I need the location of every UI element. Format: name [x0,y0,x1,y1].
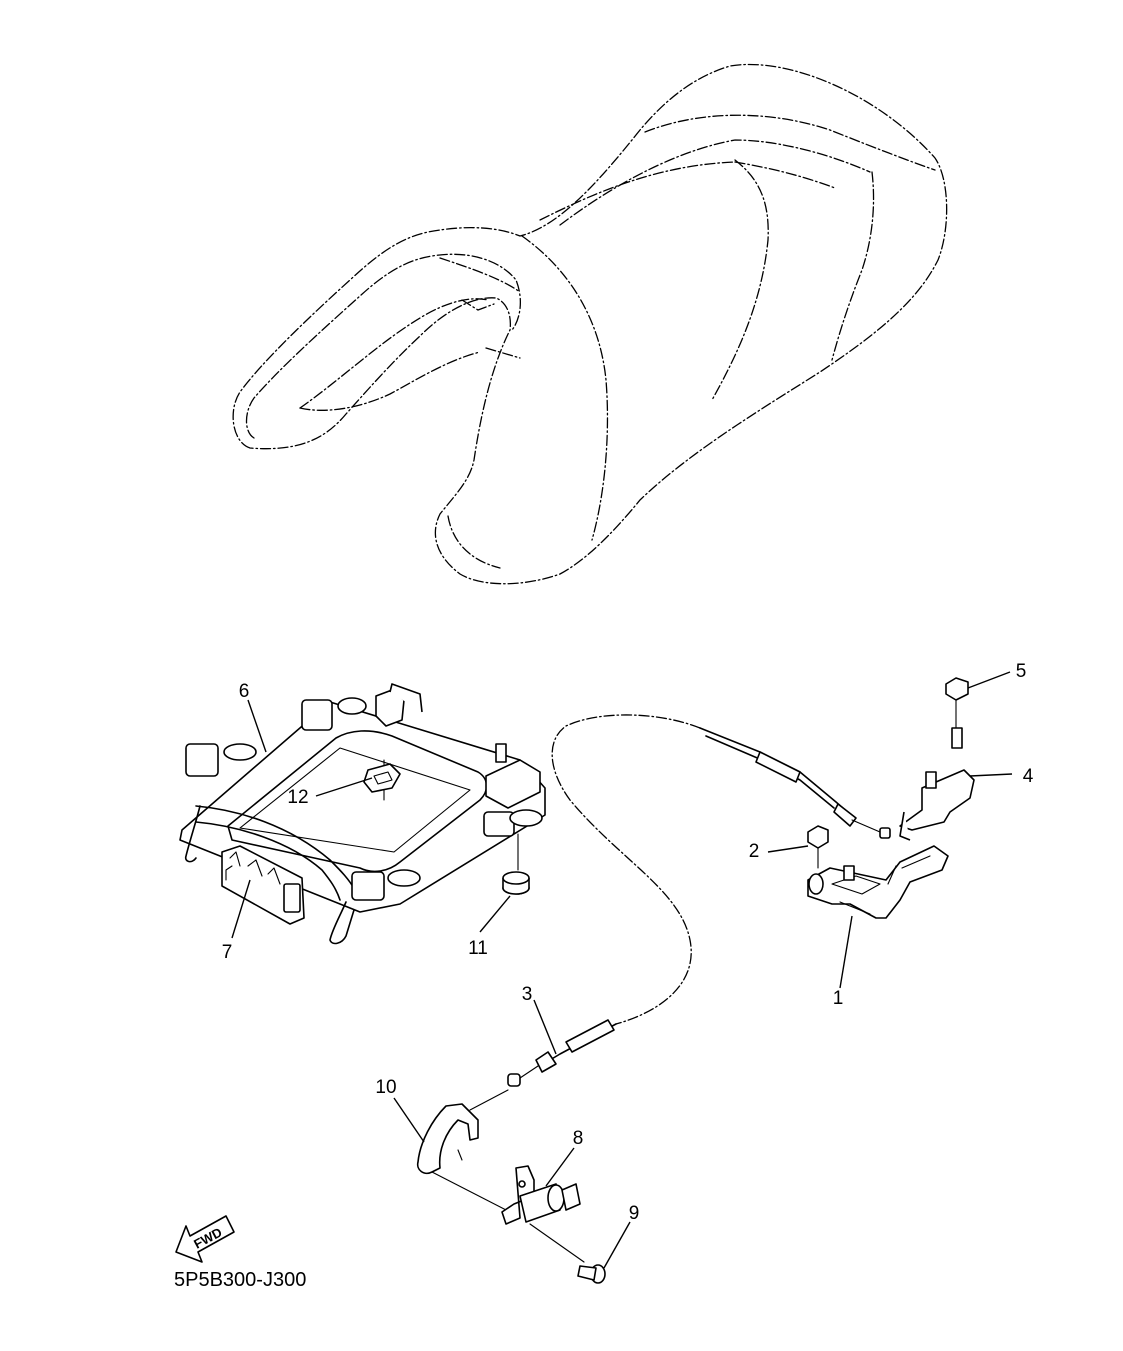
flange-bolt-top [945,677,969,749]
callout-12: 12 [287,787,308,808]
seat-lock-latch [807,845,949,919]
drawing-code: 5P5B300-J300 [174,1269,306,1291]
seat-outline [232,63,948,585]
callout-2: 2 [749,841,760,862]
seat-lock-bracket [899,769,975,841]
direction-label: FWD [191,1224,224,1251]
callout-labels: 1 2 3 4 5 6 7 8 9 10 11 12 [222,661,1034,1224]
flange-bolt-middle [807,825,829,869]
callout-11: 11 [468,938,488,959]
screw-part [529,1223,606,1284]
lock-bracket-part [221,845,305,925]
callout-7: 7 [222,942,233,963]
forward-direction-arrow: FWD [175,1215,235,1263]
callout-4: 4 [1023,766,1034,787]
callout-3: 3 [522,984,533,1005]
callout-6: 6 [239,681,250,702]
leader-lines [231,671,1013,1269]
callout-8: 8 [573,1128,584,1149]
seat-lock-cable [469,714,891,1111]
lock-lever-part [416,1103,511,1213]
callout-9: 9 [629,1203,640,1224]
callout-10: 10 [375,1077,396,1098]
seat-base-frame [179,683,546,945]
callout-1: 1 [833,988,844,1009]
damper-part [502,871,530,895]
callout-5: 5 [1016,661,1027,682]
key-cylinder-part [501,1165,581,1225]
grommet-part [363,763,401,793]
